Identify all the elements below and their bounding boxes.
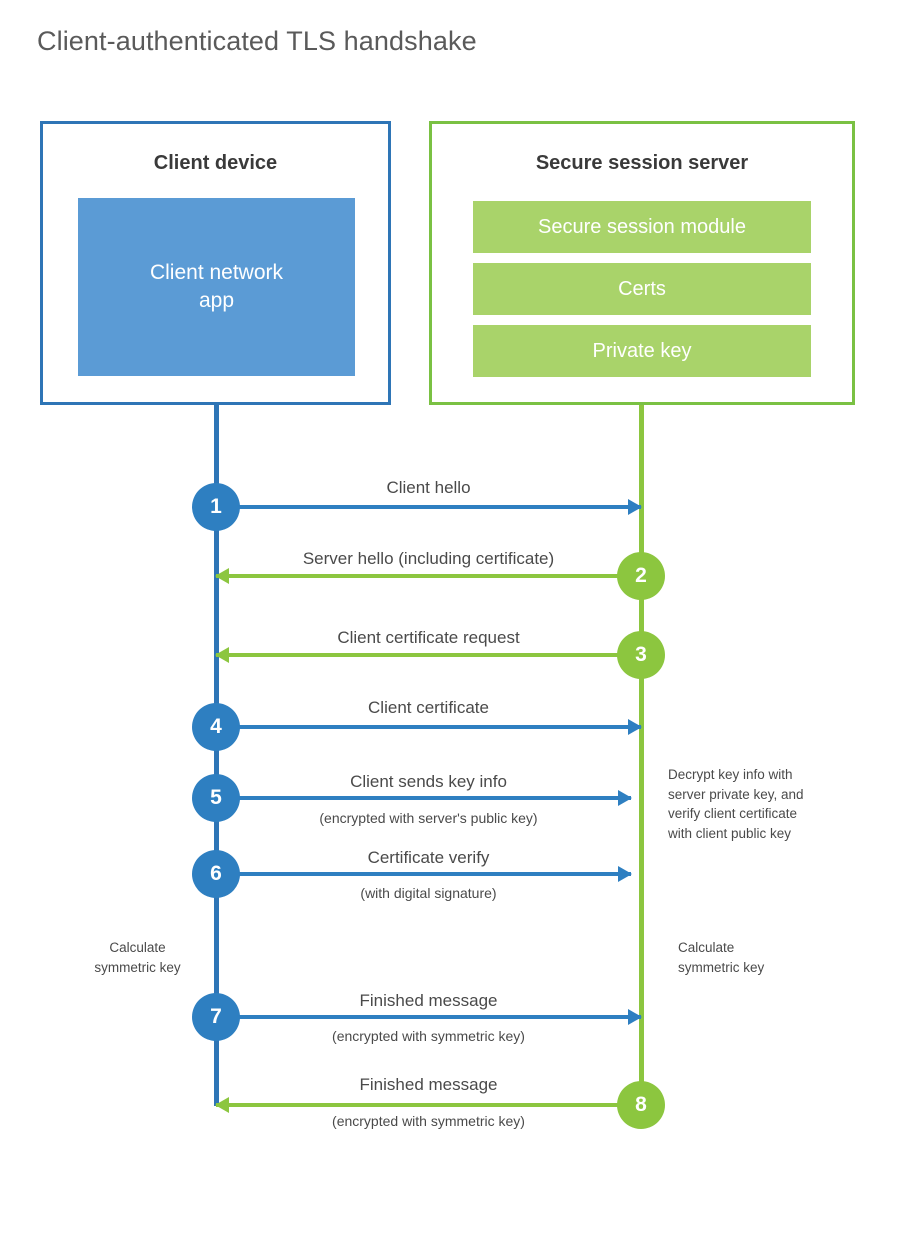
step-3-label: Client certificate request xyxy=(337,628,520,647)
step-badge-2: 2 xyxy=(617,552,665,600)
step-7-label: Finished message xyxy=(359,991,498,1010)
step-4-arrow xyxy=(216,719,642,735)
step-7-arrow xyxy=(216,1009,642,1025)
step-badge-3: 3 xyxy=(617,631,665,679)
client-lifeline xyxy=(214,405,219,1106)
step-5-arrow xyxy=(216,790,632,806)
step-6-arrow xyxy=(216,866,632,882)
step-5-label: Client sends key info xyxy=(350,772,507,791)
arrow-head-icon xyxy=(215,568,229,584)
step-badge-7: 7 xyxy=(192,993,240,1041)
step-1-arrow xyxy=(216,499,642,515)
secure-session-server-box: Secure session server Secure session mod… xyxy=(429,121,855,405)
arrow-head-icon xyxy=(618,790,632,806)
step-6-sublabel: (with digital signature) xyxy=(360,885,497,901)
step-8-arrow xyxy=(215,1097,641,1113)
step-6-label: Certificate verify xyxy=(367,848,490,867)
secure-session-server-title: Secure session server xyxy=(535,152,749,174)
step-3-arrow xyxy=(215,647,641,663)
arrow-head-icon xyxy=(215,647,229,663)
step-1-label: Client hello xyxy=(386,478,471,497)
server-module-secure-session-module: Secure session module xyxy=(473,201,811,253)
step-4-label: Client certificate xyxy=(368,698,489,717)
arrow-head-icon xyxy=(215,1097,229,1113)
client-device-box: Client device Client network app xyxy=(40,121,391,405)
client-network-app-block: Client network app xyxy=(78,198,355,376)
step-badge-5: 5 xyxy=(192,774,240,822)
server-lifeline xyxy=(639,405,644,1105)
step-2-arrow xyxy=(215,568,641,584)
server-calculate-symmetric-key-note: Calculate symmetric key xyxy=(678,940,765,975)
page-title: Client-authenticated TLS handshake xyxy=(37,26,477,56)
arrow-head-icon xyxy=(618,866,632,882)
step-badge-4: 4 xyxy=(192,703,240,751)
step-8-label: Finished message xyxy=(359,1075,498,1094)
step-7-sublabel: (encrypted with symmetric key) xyxy=(332,1028,525,1044)
server-module-private-key: Private key xyxy=(473,325,811,377)
server-module-certs: Certs xyxy=(473,263,811,315)
step-badge-1: 1 xyxy=(192,483,240,531)
step-2-label: Server hello (including certificate) xyxy=(302,549,555,568)
step-badge-8: 8 xyxy=(617,1081,665,1129)
arrow-head-icon xyxy=(628,499,642,515)
step-badge-6: 6 xyxy=(192,850,240,898)
arrow-head-icon xyxy=(628,719,642,735)
server-decrypt-note: Decrypt key info with server private key… xyxy=(668,767,804,841)
arrow-head-icon xyxy=(628,1009,642,1025)
client-device-title: Client device xyxy=(153,152,278,174)
client-calculate-symmetric-key-note: Calculate symmetric key xyxy=(94,940,181,975)
step-8-sublabel: (encrypted with symmetric key) xyxy=(332,1113,525,1129)
step-5-sublabel: (encrypted with server's public key) xyxy=(319,810,538,826)
